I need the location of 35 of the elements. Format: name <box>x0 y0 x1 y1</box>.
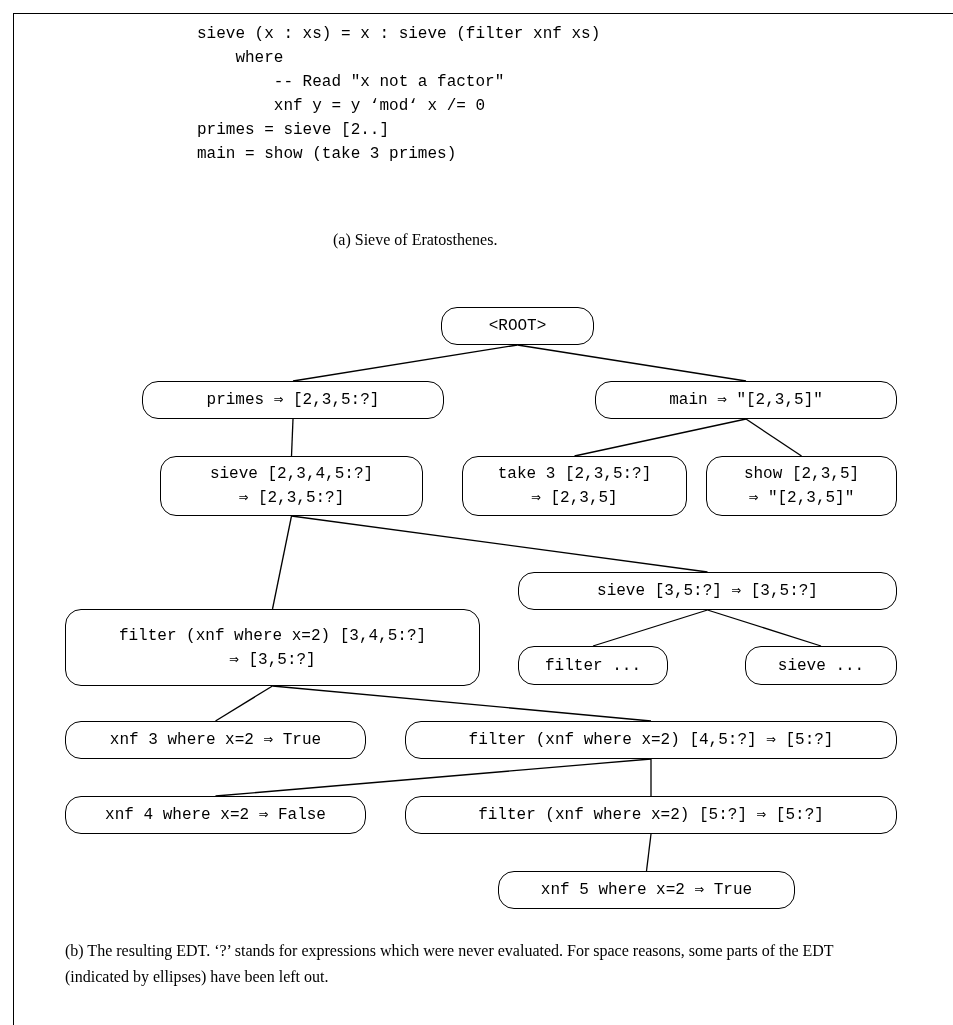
connector-line <box>592 609 709 647</box>
tree-node: primes ⇒ [2,3,5:?] <box>142 381 444 419</box>
tree-node: xnf 4 where x=2 ⇒ False <box>65 796 366 834</box>
code-line: main = show (take 3 primes) <box>197 144 457 165</box>
tree-node: filter ... <box>518 646 668 685</box>
tree-node: sieve ... <box>745 646 897 685</box>
connector-line <box>706 609 822 647</box>
connector-line <box>573 418 747 457</box>
connector-line <box>290 515 709 573</box>
tree-node: sieve [2,3,4,5:?] ⇒ [2,3,5:?] <box>160 456 423 516</box>
connector-line <box>214 685 274 722</box>
code-line: sieve (x : xs) = x : sieve (filter xnf xs) <box>197 24 601 45</box>
connector-line <box>516 344 747 382</box>
connector-line <box>290 418 294 457</box>
tree-node: <ROOT> <box>441 307 594 345</box>
tree-node: filter (xnf where x=2) [5:?] ⇒ [5:?] <box>405 796 897 834</box>
connector-line <box>650 758 652 797</box>
tree-node: sieve [3,5:?] ⇒ [3,5:?] <box>518 572 897 610</box>
code-line: primes = sieve [2..] <box>197 120 390 141</box>
tree-node: main ⇒ "[2,3,5]" <box>595 381 897 419</box>
tree-node: filter (xnf where x=2) [3,4,5:?] ⇒ [3,5:?] <box>65 609 480 686</box>
code-line: -- Read "x not a factor" <box>272 72 505 93</box>
figure-caption: (b) The resulting EDT. ‘?’ stands for expressions which were never evaluated. For space reasons, some parts of the EDT (indicated by ellipses) have been left out. <box>65 941 835 988</box>
connector-line <box>645 833 652 872</box>
connector-line <box>745 418 803 457</box>
code-line: xnf y = y ‘mod‘ x /= 0 <box>272 96 486 117</box>
tree-node: filter (xnf where x=2) [4,5:?] ⇒ [5:?] <box>405 721 897 759</box>
tree-node: xnf 3 where x=2 ⇒ True <box>65 721 366 759</box>
connector-line <box>271 515 293 610</box>
tree-node: take 3 [2,3,5:?] ⇒ [2,3,5] <box>462 456 687 516</box>
tree-node: show [2,3,5] ⇒ "[2,3,5]" <box>706 456 897 516</box>
figure-caption: (a) Sieve of Eratosthenes. <box>333 230 498 251</box>
tree-node: xnf 5 where x=2 ⇒ True <box>498 871 795 909</box>
connector-line <box>292 344 519 382</box>
code-line: where <box>234 48 284 69</box>
